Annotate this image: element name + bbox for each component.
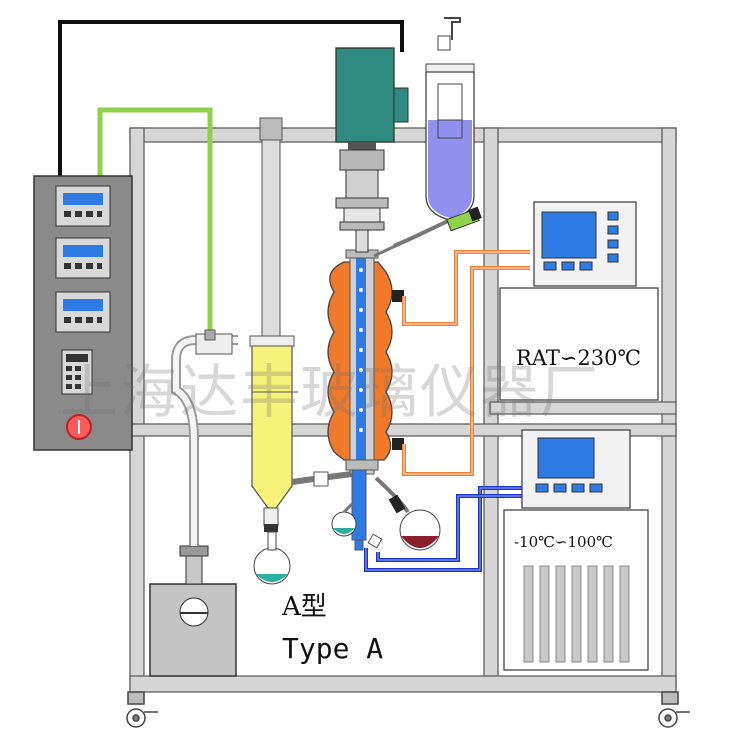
residue-column (249, 117, 298, 585)
evaporator-column (345, 249, 379, 551)
feed-funnel (373, 17, 482, 258)
vacuum-line (171, 335, 238, 546)
heater-range-label: RAT∽230℃ (516, 346, 642, 370)
caster-wheels (126, 691, 690, 728)
model-type-label-en: Type A (282, 632, 384, 665)
jacket-inlet-fitting (392, 290, 404, 302)
motor-power-cable (58, 20, 404, 178)
power-switch-icon (66, 414, 92, 440)
temperature-controller-3 (55, 291, 111, 333)
jacket-outlet-fitting (392, 438, 404, 450)
temperature-controller-1 (55, 185, 111, 227)
wiper-motor (335, 47, 409, 253)
distillate-flask (374, 476, 441, 551)
model-type-label-cn: A型 (282, 592, 327, 622)
vacuum-pump (149, 545, 237, 677)
sensor-cable (97, 107, 213, 338)
temperature-controller-2 (55, 237, 111, 279)
control-panel (33, 175, 133, 451)
speed-controller (61, 349, 93, 395)
chiller-vent-grille (523, 565, 630, 663)
light-fraction-flask (331, 502, 383, 549)
chiller-range-label: -10℃∽100℃ (514, 533, 613, 551)
heating-circulator (499, 201, 659, 401)
chiller-unit (503, 429, 649, 671)
